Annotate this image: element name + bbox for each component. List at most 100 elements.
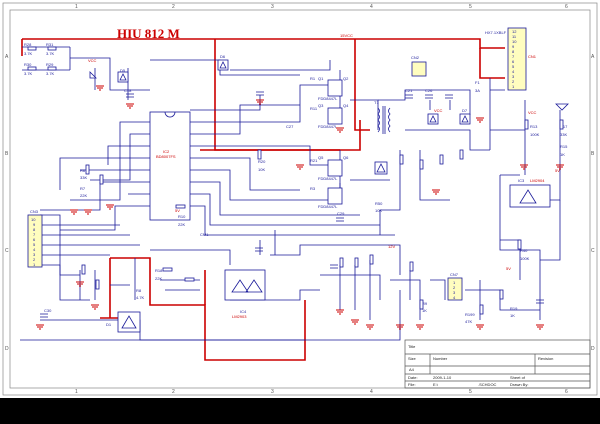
cn7-ref: CN7 (450, 272, 459, 277)
svg-text:8: 8 (512, 49, 515, 54)
r15-label: R15 (560, 144, 568, 149)
tb-file-name: .SCHDOC (478, 382, 497, 387)
q6-label: Q6 (343, 155, 349, 160)
r29-label: R29 (46, 62, 54, 67)
svg-text:6: 6 (33, 237, 36, 242)
r6-value: 33K (80, 175, 87, 180)
mosfet-group: Q1 Q2 Q3 Q4 Q5 Q6 FDD8447L FDD8447L FDD8… (310, 76, 349, 209)
svg-text:6: 6 (512, 59, 515, 64)
lm2903-part: LM2903 (232, 314, 247, 319)
ic2-part: BD8007FS (156, 154, 176, 159)
border-row-d-right: D (591, 346, 595, 352)
svg-text:3: 3 (512, 74, 515, 79)
cn3-pins: 10 9 8 7 6 5 4 3 2 1 (31, 217, 36, 267)
r15-value: 1K (560, 152, 565, 157)
r28-label: R28 (24, 42, 32, 47)
q5-label: Q5 (318, 155, 324, 160)
r3-label: R3 (310, 186, 316, 191)
tb-file-label: File: (408, 382, 416, 387)
tb-date-value: 2009-1-10 (433, 375, 452, 380)
r18-label: R18 (155, 268, 163, 273)
r13-value: 100K (530, 132, 540, 137)
r19-value: 1K (510, 313, 515, 318)
q2-label: Q2 (343, 76, 349, 81)
svg-text:5: 5 (33, 242, 36, 247)
lm2903-ref: IC4 (240, 309, 247, 314)
border-col-5: 5 (469, 4, 472, 10)
c26-label: C26 (425, 88, 433, 93)
net-5v-ic3: 5V (555, 168, 560, 173)
black-bottom-strip (0, 398, 600, 424)
border-col-6: 6 (565, 4, 568, 10)
r18-value: 22K (155, 276, 162, 281)
f1-value: 3A (475, 88, 480, 93)
r19-label: R19 (510, 306, 518, 311)
svg-text:2: 2 (33, 257, 36, 262)
border-col-3: 3 (271, 4, 274, 10)
svg-text:3: 3 (453, 290, 456, 295)
border-row-b: B (5, 151, 9, 157)
net-5v-ic2: 5V (175, 208, 180, 213)
schematic-sheet: 1 2 3 4 5 6 1 2 3 4 5 6 A B C D A B C D … (0, 0, 600, 398)
cn7-connector (447, 277, 463, 301)
r13-label: R13 (530, 124, 538, 129)
svg-text:8: 8 (33, 227, 36, 232)
svg-text:4: 4 (453, 295, 456, 300)
r40-value: 100K (520, 256, 530, 261)
svg-text:7: 7 (512, 54, 515, 59)
r21-label: R21 (310, 158, 318, 163)
r199-value: 47K (465, 319, 472, 324)
r20-value: 10K (258, 167, 265, 172)
blue-wires (20, 46, 561, 341)
mosfet2-part: FDD8447L (318, 124, 338, 129)
border-col-4: 4 (370, 4, 373, 10)
net-12v: 12V (388, 244, 395, 249)
r6-label: R6 (80, 168, 86, 173)
r31-label: R31 (46, 42, 54, 47)
svg-text:1: 1 (453, 280, 456, 285)
svg-text:9: 9 (33, 222, 36, 227)
cn2-connector (411, 61, 427, 77)
svg-text:2: 2 (512, 79, 515, 84)
c27-label: C27 (286, 124, 294, 129)
ic2-notch (164, 111, 176, 118)
d7-label: D7 (462, 108, 468, 113)
tb-date-label: Date: (408, 375, 418, 380)
r17-label: R17 (560, 124, 568, 129)
border-row-c: C (5, 248, 9, 254)
outer-frame (2, 2, 598, 396)
title-block: Title Size A4 Number Revision Date: 2009… (404, 339, 591, 389)
tb-number-label: Number (433, 356, 448, 361)
r10-value: 22K (178, 222, 185, 227)
svg-text:10: 10 (31, 217, 36, 222)
c30-label: C30 (44, 308, 52, 313)
top-left-resistors: R28 3.7K R31 3.7K R30 3.7K R29 3.7K (24, 42, 57, 76)
net-vcc-mid: VCC (434, 108, 443, 113)
c21-label: C21 (405, 88, 413, 93)
border-row-c-right: C (591, 248, 595, 254)
lm2904-part: LM2904 (530, 178, 545, 183)
schematic-drawing: 1 2 3 4 5 6 1 2 3 4 5 6 A B C D A B C D … (2, 2, 598, 396)
cn1-connector (507, 27, 527, 91)
svg-text:4: 4 (33, 247, 36, 252)
border-row-d: D (5, 346, 9, 352)
r11-label: R11 (310, 106, 318, 111)
t1-ref: T1 (374, 100, 379, 105)
q3-label: Q3 (318, 103, 324, 108)
tb-title-label: Title (408, 344, 416, 349)
lm2904-chip (509, 184, 551, 208)
transformer-t1: T1 (374, 100, 391, 134)
tb-sheet-label: Sheet of (510, 375, 526, 380)
d6-label: D6 (220, 54, 226, 59)
r30-label: R30 (24, 62, 32, 67)
lm2903-chip (224, 269, 266, 301)
cn2-ref: CN2 (411, 55, 420, 60)
ic2-ref: IC2 (163, 149, 170, 154)
r10-label: R10 (178, 214, 186, 219)
r20-label: R20 (258, 159, 266, 164)
border-col-1: 1 (75, 4, 78, 10)
r30-value: 3.7K (24, 71, 33, 76)
r9-value: 1K (422, 308, 427, 313)
r8-value: 4.7K (136, 295, 145, 300)
cn7-pins: 1 2 3 4 (453, 280, 456, 300)
